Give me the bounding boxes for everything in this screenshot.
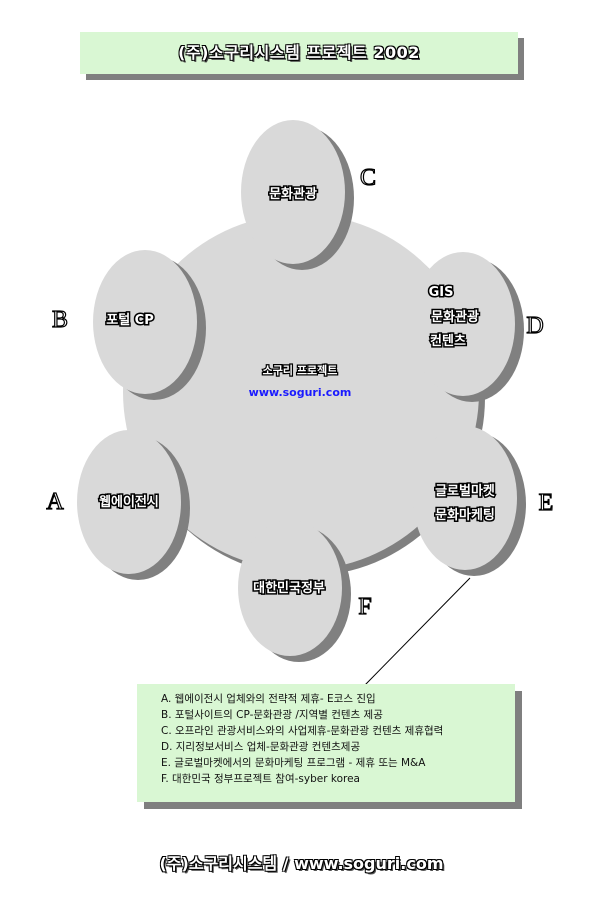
- node-e-label-2: 문화마케팅: [435, 507, 495, 523]
- node-f: [238, 520, 342, 656]
- description-item-d: D. 지리정보서비스 업체-문화관광 컨텐츠제공: [161, 741, 361, 753]
- node-b: [93, 250, 197, 394]
- node-e: [413, 426, 517, 570]
- node-c: [241, 120, 345, 264]
- description-item-e: E. 글로벌마켓에서의 문화마케팅 프로그램 - 제휴 또는 M&A: [161, 757, 426, 769]
- node-c-label: 문화관광: [269, 186, 317, 202]
- node-f-label: 대한민국정부: [253, 580, 325, 596]
- letter-f: F: [358, 594, 371, 620]
- letter-e: E: [539, 490, 554, 516]
- page-title: (주)소구리시스템 프로젝트 2002: [178, 43, 420, 62]
- node-d-label-1: GIS: [429, 285, 454, 300]
- connector-line: [364, 577, 471, 686]
- center-name: 소구리 프로젝트: [263, 363, 338, 377]
- node-a: [77, 430, 181, 574]
- node-e-label-1: 글로벌마켓: [435, 483, 495, 499]
- letter-c: C: [360, 165, 376, 191]
- description-list: A. 웹에이전시 업체와의 전략적 제휴- E코스 진입 B. 포털사이트의 C…: [137, 684, 515, 787]
- title-banner: (주)소구리시스템 프로젝트 2002: [80, 32, 518, 74]
- node-d-label-3: 컨텐츠: [430, 333, 466, 349]
- node-d: [411, 252, 515, 396]
- description-item-c: C. 오프라인 관광서비스와의 사업제휴-문화관광 컨텐츠 제휴협력: [161, 725, 444, 737]
- description-box: A. 웹에이전시 업체와의 전략적 제휴- E코스 진입 B. 포털사이트의 C…: [137, 684, 515, 802]
- node-b-label: 포털 CP: [106, 312, 154, 328]
- node-d-label-2: 문화관광: [431, 309, 479, 325]
- center-circle: [123, 214, 479, 570]
- description-item-a: A. 웹에이전시 업체와의 전략적 제휴- E코스 진입: [161, 693, 376, 705]
- letter-a: A: [46, 489, 64, 515]
- letter-b: B: [52, 307, 68, 333]
- center-url: www.soguri.com: [249, 386, 352, 399]
- node-a-label: 웹에이전시: [99, 494, 159, 510]
- footer-text: (주)소구리시스템 / www.soguri.com: [159, 854, 444, 873]
- letter-d: D: [526, 313, 543, 339]
- description-item-b: B. 포털사이트의 CP-문화관광 /지역별 컨텐츠 제공: [161, 709, 383, 721]
- description-item-f: F. 대한민국 정부프로젝트 참여-syber korea: [161, 773, 360, 785]
